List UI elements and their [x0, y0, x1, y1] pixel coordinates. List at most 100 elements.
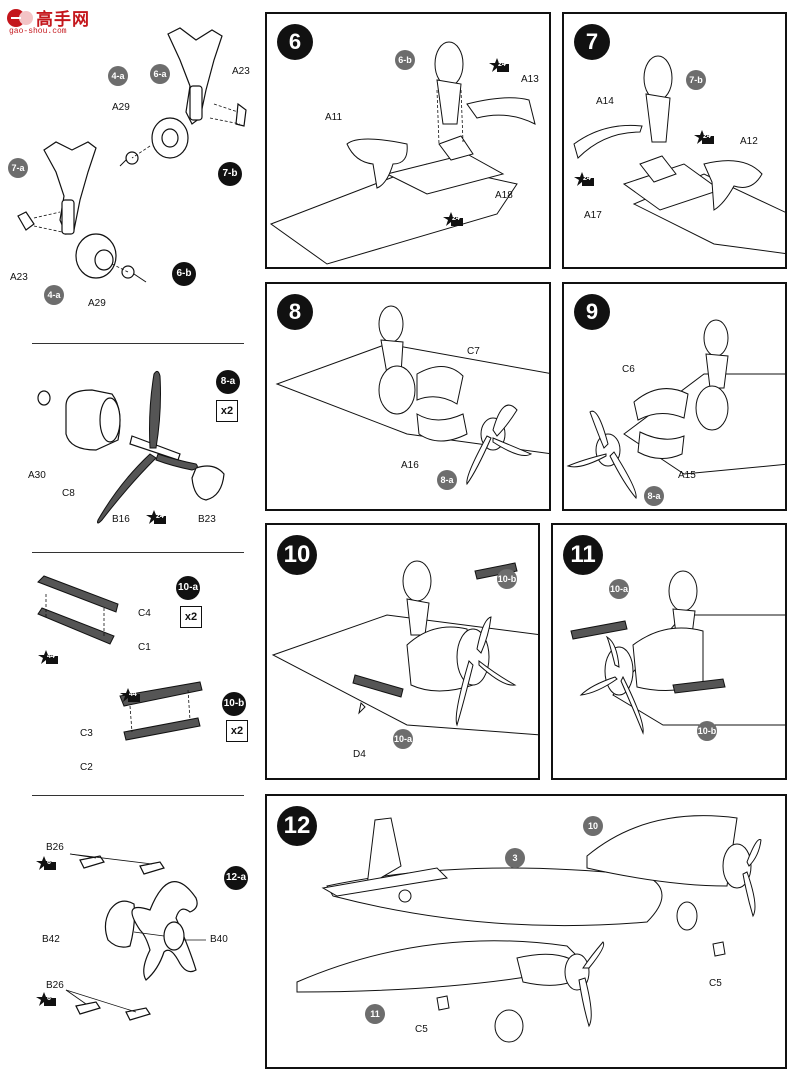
callout-10b: 10-b [697, 721, 717, 741]
paint-star-icon [146, 510, 166, 524]
label-c1: C1 [138, 642, 151, 653]
callout-7a: 7-a [8, 158, 28, 178]
label-b42: B42 [42, 934, 60, 945]
divider-2 [32, 552, 244, 553]
exhaust-drawing [37, 575, 203, 741]
label-a18: A18 [495, 190, 513, 201]
paint-star-icon [574, 172, 594, 186]
callout-11: 11 [365, 1004, 385, 1024]
paint-code-24: 24 [703, 133, 711, 140]
label-a29-bottom: A29 [88, 298, 106, 309]
label-a30: A30 [28, 470, 46, 481]
paint-star-icon [36, 856, 56, 870]
callout-7b: 7-b [686, 70, 706, 90]
paint-star-icon [120, 688, 140, 702]
step-6b-marker: 6-b [172, 262, 196, 286]
callout-10a: 10-a [393, 729, 413, 749]
label-b40: B40 [210, 934, 228, 945]
label-c4: C4 [138, 608, 151, 619]
label-c8: C8 [62, 488, 75, 499]
landing-gear-drawing [17, 27, 247, 283]
propeller-drawing [37, 370, 225, 524]
label-b26-top: B26 [46, 842, 64, 853]
paint-code-6-b: 6 [47, 995, 51, 1002]
paint-code-24: 24 [452, 215, 460, 222]
paint-code-24: 24 [583, 175, 591, 182]
paint-star-icon [443, 212, 463, 226]
step-11-panel: 11 10-a 10-b [551, 523, 787, 780]
label-a14: A14 [596, 96, 614, 107]
label-c2: C2 [80, 762, 93, 773]
label-b16: B16 [112, 514, 130, 525]
logo-url: gao-shou.com [9, 27, 67, 36]
callout-8a: 8-a [644, 486, 664, 506]
qty-8a: x2 [216, 400, 238, 422]
paint-code-6-a: 6 [47, 859, 51, 866]
callout-6b: 6-b [395, 50, 415, 70]
step-9-number: 9 [574, 294, 610, 330]
step-7-panel: 7 7-b A14 A12 A17 24 24 [562, 12, 787, 269]
label-c6: C6 [622, 364, 635, 375]
label-a17: A17 [584, 210, 602, 221]
step-10-number: 10 [277, 535, 317, 575]
label-c5-left: C5 [415, 1024, 428, 1035]
step-7b-marker: 7-b [218, 162, 242, 186]
step-11-number: 11 [563, 535, 603, 575]
paint-star-icon [38, 650, 58, 664]
step-9-drawing [566, 319, 785, 500]
step-6-panel: 6 6-b A11 A13 A18 24 24 [265, 12, 551, 269]
qty-10a: x2 [180, 606, 202, 628]
callout-4a-bottom: 4-a [44, 285, 64, 305]
site-logo [6, 6, 86, 36]
label-a11: A11 [325, 112, 343, 123]
callout-10b: 10-b [497, 569, 517, 589]
step-12-aircraft-drawing [296, 815, 762, 1043]
label-a23-top: A23 [232, 66, 250, 77]
step-10-drawing [271, 560, 538, 736]
callout-6a: 6-a [150, 64, 170, 84]
step-8-panel: 8 8-a C7 A16 [265, 282, 551, 511]
step-12-panel: 12 3 [265, 794, 787, 1069]
paint-star-icon [694, 130, 714, 144]
label-a29-top: A29 [112, 102, 130, 113]
paint-code-44-b: 44 [129, 691, 137, 698]
callout-3: 3 [505, 848, 525, 868]
paint-code-24: 24 [498, 61, 506, 68]
label-b23: B23 [198, 514, 216, 525]
callout-10a: 10-a [609, 579, 629, 599]
label-a23-bottom: A23 [10, 272, 28, 283]
paint-code-44-a: 44 [47, 653, 55, 660]
step-7-drawing [573, 55, 785, 254]
logo-title: 高手网 [36, 10, 90, 29]
label-c7: C7 [467, 346, 480, 357]
step-8-number: 8 [277, 294, 313, 330]
step-6-drawing [269, 41, 536, 265]
step-12a-marker: 12-a [224, 866, 248, 890]
label-c5-right: C5 [709, 978, 722, 989]
label-c3: C3 [80, 728, 93, 739]
step-7-number: 7 [574, 24, 610, 60]
step-6-number: 6 [277, 24, 313, 60]
divider-1 [32, 343, 244, 344]
step-8a-marker: 8-a [216, 370, 240, 394]
step-8-drawing [275, 305, 549, 486]
paint-code-24: 24 [156, 513, 164, 520]
label-a13: A13 [521, 74, 539, 85]
qty-10b: x2 [226, 720, 248, 742]
step-12-number: 12 [277, 806, 317, 846]
engine-mount-drawing [65, 853, 206, 1021]
label-d4: D4 [353, 749, 366, 760]
label-a16: A16 [401, 460, 419, 471]
callout-10: 10 [583, 816, 603, 836]
step-10b-marker: 10-b [222, 692, 246, 716]
paint-star-icon [36, 992, 56, 1006]
callout-4a-top: 4-a [108, 66, 128, 86]
step-11-drawing [570, 570, 785, 735]
label-a12: A12 [740, 136, 758, 147]
divider-3 [32, 795, 244, 796]
label-b26-bottom: B26 [46, 980, 64, 991]
paint-star-icon [489, 58, 509, 72]
step-9-panel: 9 8-a C6 A15 [562, 282, 787, 511]
label-a15: A15 [678, 470, 696, 481]
step-10-panel: 10 10-b 10-a D4 [265, 523, 540, 780]
